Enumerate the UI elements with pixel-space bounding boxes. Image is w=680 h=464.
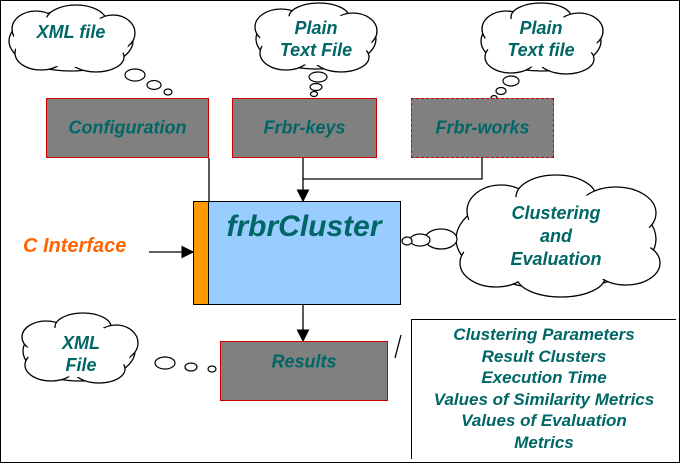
cloud-output-label: XML File	[41, 332, 121, 376]
cloud-config-format	[8, 4, 136, 73]
cloud-works-line2: Text file	[507, 40, 575, 60]
cloud-output-line2: File	[65, 355, 97, 375]
cloud-keys-format	[254, 2, 378, 73]
cloud-keys-label: Plain Text File	[266, 17, 366, 61]
output-item-evaluation: Values of Evaluation	[461, 411, 627, 430]
output-item-result-clusters: Result Clusters	[481, 346, 607, 366]
cloud-output-format	[21, 312, 139, 384]
frbrcluster-title: frbrCluster	[226, 210, 382, 243]
output-item-clustering-parameters: Clustering Parameters	[453, 325, 635, 344]
cloud-works-format	[480, 2, 604, 75]
connector-frbr-works	[303, 158, 483, 180]
c-interface-label: C Interface	[23, 235, 127, 257]
cloud-process-line2: and	[539, 226, 572, 246]
results-box: Results	[220, 341, 388, 401]
cloud-keys-tail	[308, 71, 328, 98]
cloud-config-label: XML file	[26, 21, 116, 43]
c-interface-bar	[194, 202, 209, 304]
frbr-works-box: Frbr-works	[411, 98, 554, 158]
cloud-works-line1: Plain	[519, 18, 563, 38]
cloud-process-line3: Evaluation	[510, 249, 602, 269]
cloud-works-tail	[490, 75, 520, 102]
output-list: Clustering Parameters Result Clusters Ex…	[411, 319, 676, 459]
results-label: Results	[271, 351, 337, 372]
cloud-output-line1: XML	[62, 333, 100, 353]
frbr-works-label: Frbr-works	[435, 117, 530, 138]
configuration-label: Configuration	[68, 117, 187, 138]
cloud-process-tail	[401, 228, 458, 250]
cloud-output-tail	[154, 356, 217, 373]
output-item-similarity-metrics: Values of Similarity Metrics	[433, 389, 655, 409]
cloud-config-tail	[124, 68, 173, 96]
frbr-keys-label: Frbr-keys	[263, 117, 346, 138]
output-item-execution-time: Execution Time	[481, 368, 607, 387]
cloud-process-line1: Clustering	[511, 203, 601, 223]
output-item-metrics: Metrics	[514, 432, 574, 452]
frbr-keys-box: Frbr-keys	[232, 98, 377, 158]
frbrcluster-box: frbrCluster	[193, 201, 401, 305]
cloud-config-text: XML file	[36, 22, 106, 42]
cloud-process-label: Clustering and Evaluation	[496, 202, 616, 271]
connector-output-list	[394, 334, 402, 359]
cloud-works-label: Plain Text file	[491, 17, 591, 61]
configuration-box: Configuration	[46, 98, 209, 158]
cloud-keys-line2: Text File	[279, 40, 353, 60]
cloud-process	[455, 174, 661, 298]
cloud-keys-line1: Plain	[294, 18, 338, 38]
